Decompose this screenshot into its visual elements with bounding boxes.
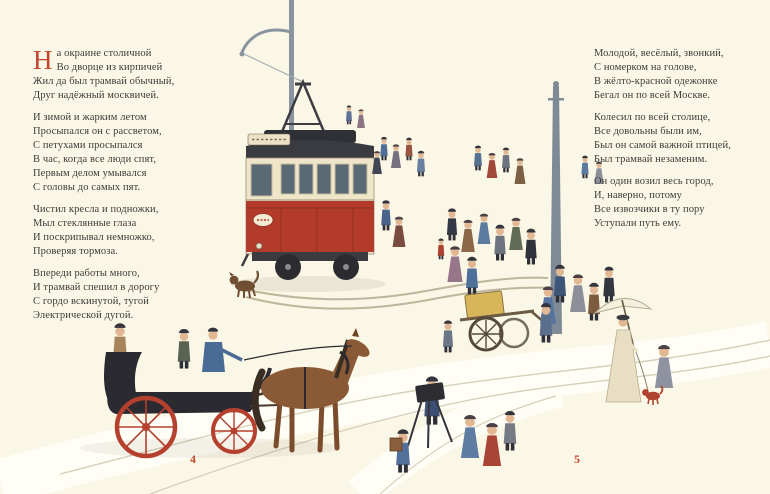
person-figure <box>380 136 388 161</box>
carriage-wheel-rear <box>114 395 178 459</box>
person-figure <box>442 320 454 353</box>
trolley-pole-left <box>239 0 304 148</box>
person-figure <box>603 266 615 303</box>
person-figure <box>494 224 506 261</box>
person-figure <box>357 109 365 128</box>
stanza: Он один возил весь город, И, наверно, по… <box>594 175 766 231</box>
stanza: Колесил по всей столице, Все довольны бы… <box>594 111 766 167</box>
poem-line: Бегал он по всей Москве. <box>594 90 711 101</box>
poem-line: И поскрипывал немножко, <box>33 232 155 243</box>
stanza: Чистил кресла и подножки, Мыл стеклянные… <box>33 203 211 259</box>
small-dog-icon <box>642 385 664 405</box>
horse-illustration <box>243 328 370 453</box>
person-figure <box>381 200 391 231</box>
poem-line: С петухами просыпался <box>33 140 143 151</box>
poem-line: Был трамвай незаменим. <box>594 154 708 165</box>
person-figure <box>502 147 510 173</box>
poem-line: Был он самой важной птицей, <box>594 140 731 151</box>
crowd-upper <box>346 105 604 184</box>
carriage-passenger-figure <box>177 328 191 369</box>
tram-rails <box>237 276 553 310</box>
person-figure <box>588 282 600 321</box>
page-number-left: 4 <box>190 452 197 466</box>
person-figure <box>514 158 526 184</box>
poem-line: Проверяя тормоза. <box>33 246 118 257</box>
person-figure <box>461 219 475 252</box>
poem-line: Впереди работы много, <box>33 268 140 279</box>
person-figure <box>474 145 482 171</box>
handcart-illustration <box>459 290 553 352</box>
stanza: Молодой, весёлый, звонкий, С номерком на… <box>594 47 766 103</box>
poem-line: Колесил по всей столице, <box>594 112 711 123</box>
person-figure <box>447 246 463 282</box>
person-figure <box>390 144 402 168</box>
poem-line: Жил да был трамвай обычный, <box>33 76 175 87</box>
poem-line: И, наверно, потому <box>594 190 682 201</box>
poem-line: Чистил кресла и подножки, <box>33 204 159 215</box>
right-page-poem: Молодой, весёлый, звонкий, С номерком на… <box>594 47 766 239</box>
stanza: Впереди работы много, И трамвай спешил в… <box>33 267 211 323</box>
horse-carriage-illustration <box>80 323 370 459</box>
poem-line: В час, когда все люди спят, <box>33 154 157 165</box>
person-figure <box>405 137 413 161</box>
person-figure <box>477 213 491 244</box>
poem-line: Мыл стеклянные глаза <box>33 218 137 229</box>
poem-line: И зимой и жарким летом <box>33 112 147 123</box>
page-number-right: 5 <box>574 452 581 466</box>
poem-line: Просыпался он с рассветом, <box>33 126 162 137</box>
person-figure <box>437 238 445 260</box>
person-figure <box>486 152 498 178</box>
coachman-figure <box>202 342 225 372</box>
poem-line: Друг надёжный москвичей. <box>33 90 159 101</box>
poem-line: Во дворце из кирпичей <box>56 62 163 73</box>
left-page-poem: Н а окраине столичной Во дворце из кирпи… <box>33 47 211 331</box>
poem-line: а окраине столичной <box>56 48 152 59</box>
poem-line: Первым делом умывался <box>33 168 147 179</box>
person-figure <box>416 150 426 177</box>
poem-line: Электрической дугой. <box>33 310 134 321</box>
stanza: И зимой и жарким летом Просыпался он с р… <box>33 111 211 195</box>
person-figure <box>346 105 352 125</box>
carriage-wheel-front <box>211 408 257 454</box>
person-figure <box>392 216 406 247</box>
poem-line: С головы до самых пят. <box>33 182 141 193</box>
poem-line: Уступали путь ему. <box>594 218 682 229</box>
poem-line: Все довольны были им, <box>594 126 702 137</box>
poem-line: И трамвай спешил в дорогу <box>33 282 160 293</box>
poem-line: С номерком на голове, <box>594 62 697 73</box>
stanza: Н а окраине столичной Во дворце из кирпи… <box>33 47 211 103</box>
person-figure <box>466 256 478 295</box>
poem-line: Он один возил весь город, <box>594 176 714 187</box>
poem-line: Все извозчики в ту пору <box>594 204 705 215</box>
umbrella-lady-illustration <box>593 297 674 405</box>
poem-line: С гордо вскинутой, тугой <box>33 296 149 307</box>
person-figure <box>446 208 458 241</box>
tram-illustration <box>230 78 386 292</box>
person-figure <box>525 228 537 265</box>
bow-collector-icon <box>274 78 332 147</box>
crowd-middle <box>381 200 537 295</box>
drop-cap: Н <box>33 45 53 75</box>
poem-line: В жёлто-красной одежонке <box>594 76 718 87</box>
schoolboy-illustration <box>389 429 410 473</box>
dog-icon <box>229 270 260 299</box>
poem-line: Молодой, весёлый, звонкий, <box>594 48 724 59</box>
person-figure <box>509 217 523 250</box>
person-figure <box>570 274 586 312</box>
person-figure <box>581 155 589 179</box>
camera-man-illustration <box>407 376 453 449</box>
